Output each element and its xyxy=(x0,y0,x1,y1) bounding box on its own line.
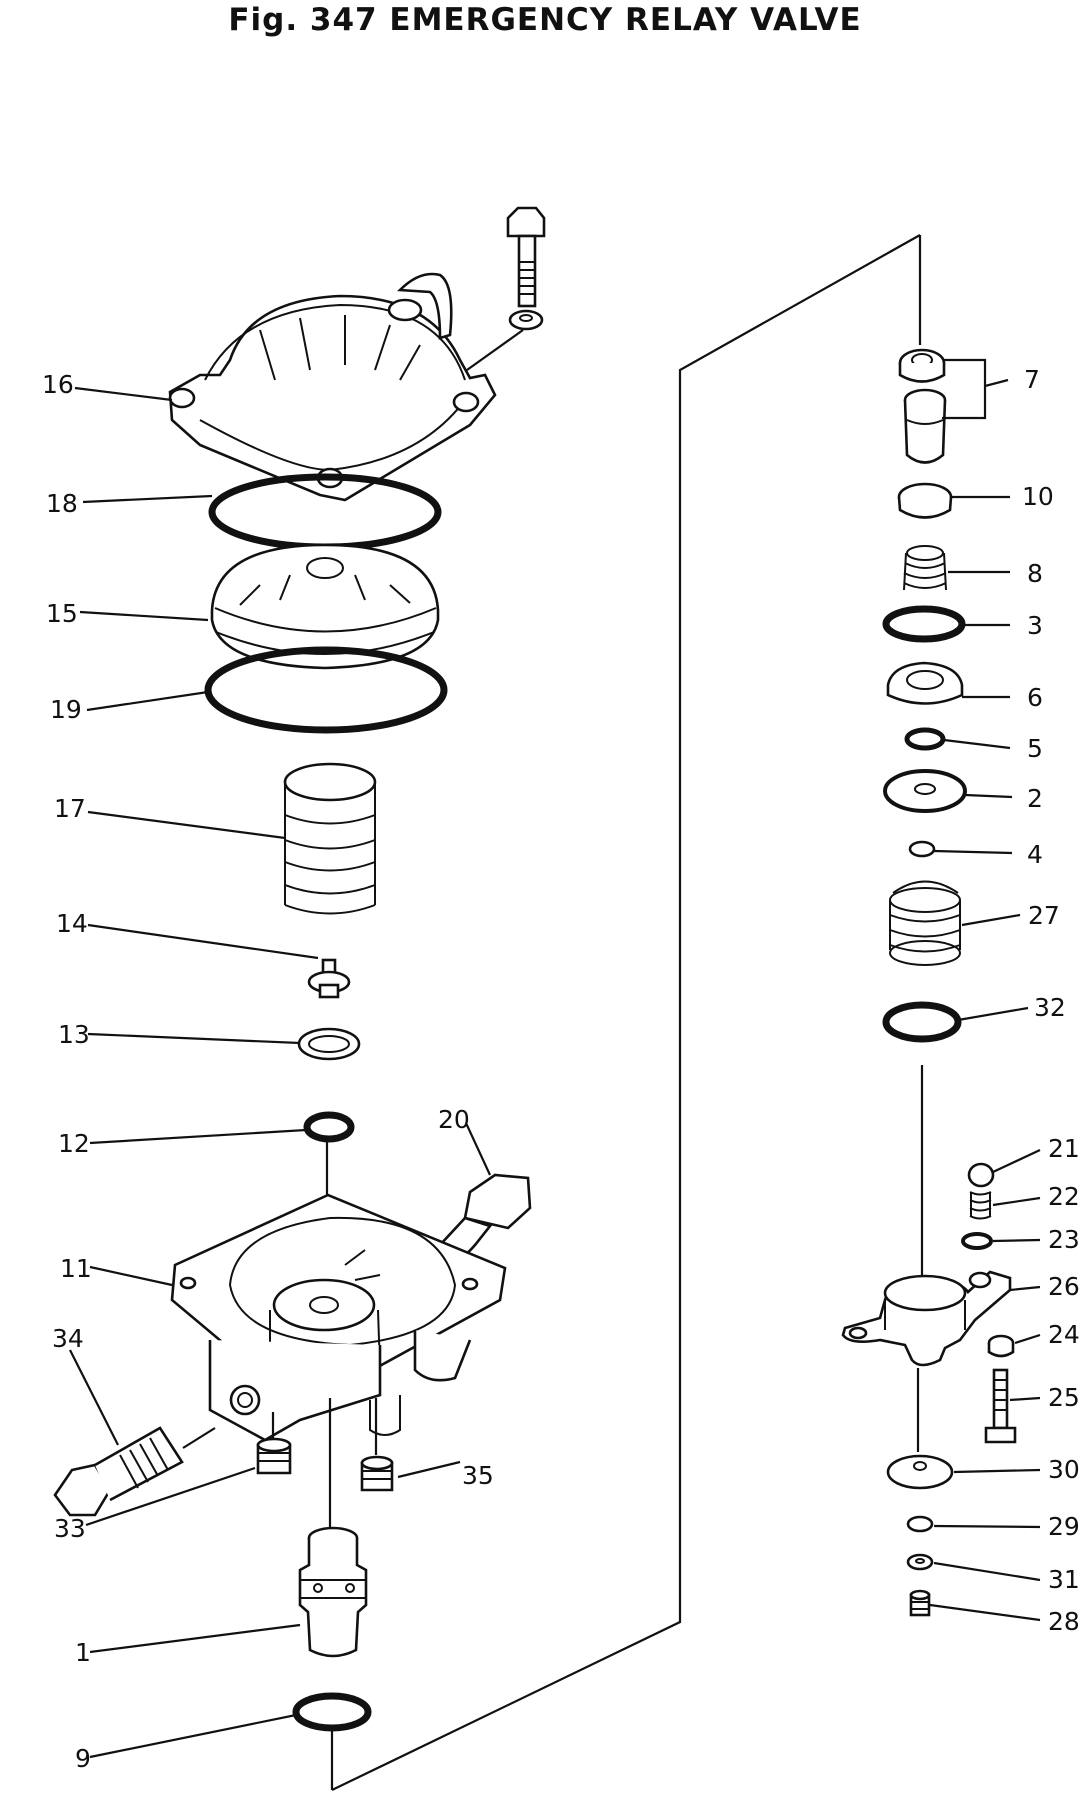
callout-15: 15 xyxy=(46,599,78,628)
part-retainer-6 xyxy=(886,661,964,705)
callout-18: 18 xyxy=(46,489,78,518)
part-screw-28 xyxy=(909,1589,931,1617)
part-valve-14 xyxy=(307,958,351,999)
callout-7: 7 xyxy=(1024,365,1040,394)
part-o-ring-32 xyxy=(882,1001,962,1043)
part-valve-seat-1 xyxy=(298,1526,368,1658)
callout-12: 12 xyxy=(58,1129,90,1158)
part-plug-20 xyxy=(435,1122,532,1264)
callout-34: 34 xyxy=(52,1324,84,1353)
part-connector-34 xyxy=(53,1426,216,1517)
part-piston xyxy=(210,543,440,670)
callout-35: 35 xyxy=(462,1461,494,1490)
callout-28: 28 xyxy=(1048,1607,1080,1636)
callout-10: 10 xyxy=(1022,482,1054,511)
part-ring-4 xyxy=(908,840,936,858)
part-ring-29 xyxy=(906,1515,934,1533)
figure-title: Fig. 347 EMERGENCY RELAY VALVE xyxy=(228,2,862,38)
callout-33: 33 xyxy=(54,1514,86,1543)
part-disc-2 xyxy=(883,769,967,813)
callout-22: 22 xyxy=(1048,1182,1080,1211)
callout-29: 29 xyxy=(1048,1512,1080,1541)
callout-26: 26 xyxy=(1048,1272,1080,1301)
callout-16: 16 xyxy=(42,370,74,399)
leader-lines xyxy=(69,358,1041,1759)
callout-19: 19 xyxy=(50,695,82,724)
part-bolt-25 xyxy=(984,1368,1017,1444)
callout-5: 5 xyxy=(1027,734,1043,763)
part-spring-22 xyxy=(969,1191,992,1220)
callout-1: 1 xyxy=(75,1638,91,1667)
part-spring-17 xyxy=(283,762,377,915)
callout-labels: 16 18 15 19 17 14 13 12 20 11 34 33 35 1… xyxy=(42,365,1080,1773)
part-disc-30 xyxy=(886,1454,954,1490)
part-nut-24 xyxy=(987,1334,1015,1358)
callout-30: 30 xyxy=(1048,1455,1080,1484)
cover-bolt-part xyxy=(459,206,546,376)
part-7 xyxy=(898,348,947,464)
part-spring-27 xyxy=(889,880,961,966)
callout-32: 32 xyxy=(1034,993,1066,1022)
callout-24: 24 xyxy=(1048,1320,1080,1349)
callout-23: 23 xyxy=(1048,1225,1080,1254)
callout-14: 14 xyxy=(56,909,88,938)
callout-17: 17 xyxy=(54,794,86,823)
part-ring-23 xyxy=(961,1232,993,1250)
part-o-ring-9 xyxy=(292,1692,372,1732)
part-cover xyxy=(168,272,497,502)
part-ball-21 xyxy=(967,1162,995,1188)
callout-4: 4 xyxy=(1027,840,1043,869)
part-o-ring-12 xyxy=(303,1111,355,1143)
part-o-ring-5 xyxy=(904,727,946,751)
part-10 xyxy=(897,482,953,519)
callout-31: 31 xyxy=(1048,1565,1080,1594)
callout-8: 8 xyxy=(1027,559,1043,588)
callout-6: 6 xyxy=(1027,683,1043,712)
callout-11: 11 xyxy=(60,1254,92,1283)
part-washer-13 xyxy=(297,1027,361,1061)
callout-9: 9 xyxy=(75,1744,91,1773)
callout-20: 20 xyxy=(438,1105,470,1134)
callout-27: 27 xyxy=(1028,901,1060,930)
callout-2: 2 xyxy=(1027,784,1043,813)
callout-25: 25 xyxy=(1048,1383,1080,1412)
part-washer-31 xyxy=(906,1553,934,1571)
part-valve-body-11 xyxy=(170,1193,507,1442)
part-plug-33 xyxy=(256,1437,292,1475)
part-o-ring-19 xyxy=(204,646,448,734)
part-housing-26 xyxy=(841,1270,1012,1367)
callout-3: 3 xyxy=(1027,611,1043,640)
part-plug-35 xyxy=(360,1455,394,1492)
part-spring-8 xyxy=(903,545,947,591)
callout-21: 21 xyxy=(1048,1134,1080,1163)
part-o-ring-3 xyxy=(882,605,966,643)
callout-13: 13 xyxy=(58,1020,90,1049)
